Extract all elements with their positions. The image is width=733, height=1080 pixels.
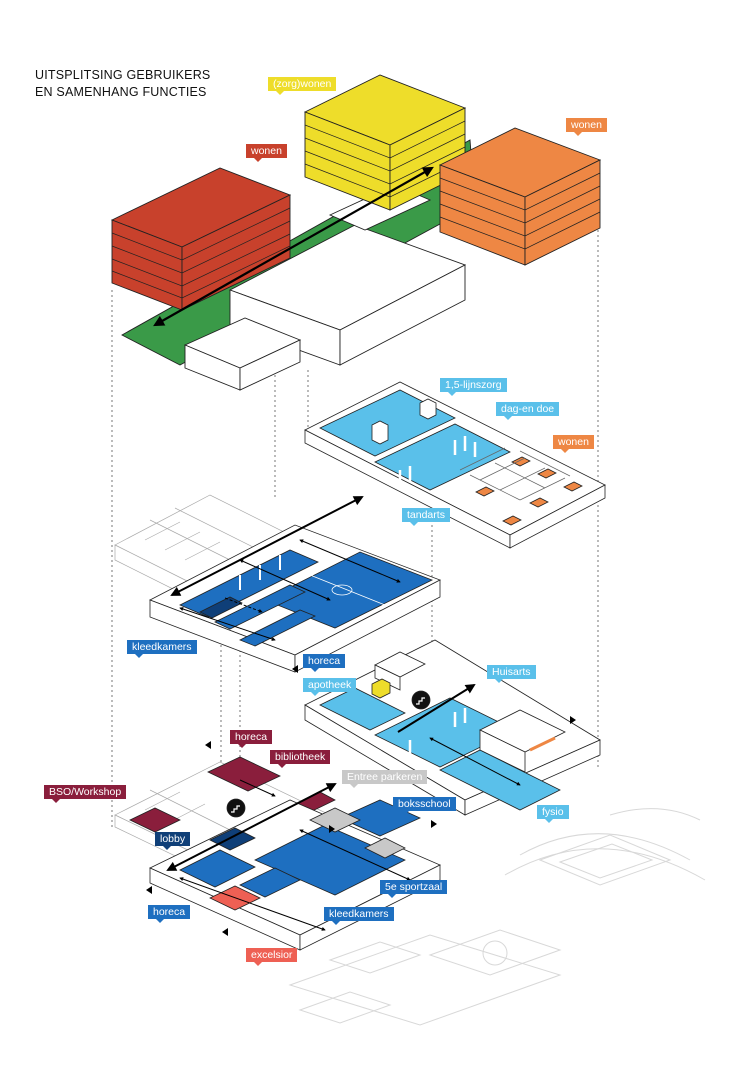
entrance-marker xyxy=(431,820,437,828)
label-kleedkamers-bottom: kleedkamers xyxy=(324,907,394,925)
label-horeca-ground-bottom: horeca xyxy=(148,905,191,923)
sports-long-arrow xyxy=(170,496,364,596)
care-floor xyxy=(304,381,606,549)
label-bso-workshop: BSO/Workshop xyxy=(44,785,127,803)
diagram-title: UITSPLITSING GEBRUIKERS EN SAMENHANG FUN… xyxy=(35,67,210,101)
entrance-marker xyxy=(329,825,335,833)
title-line-2: EN SAMENHANG FUNCTIES xyxy=(35,85,207,99)
label-excelsior: excelsior xyxy=(246,948,298,966)
title-line-1: UITSPLITSING GEBRUIKERS xyxy=(35,68,211,82)
top-connection-arrow xyxy=(153,166,434,327)
label-apotheek: apotheek xyxy=(303,678,357,696)
entrance-marker xyxy=(205,741,211,749)
apotheek-yellow-box xyxy=(371,678,391,699)
label-lijnszorg: 1,5-lijnszorg xyxy=(440,378,507,396)
entrance-marker xyxy=(146,886,152,894)
label-sportzaal: 5e sportzaal xyxy=(380,880,448,898)
label-boksschool: boksschool xyxy=(393,797,456,815)
entrance-marker xyxy=(292,665,298,673)
label-kleedkamers-top: kleedkamers xyxy=(127,640,197,658)
label-bibliotheek: bibliotheek xyxy=(270,750,331,768)
label-tandarts: tandarts xyxy=(402,508,450,526)
label-wonen-floor: wonen xyxy=(553,435,594,453)
site-plan-ghost xyxy=(288,808,706,1026)
label-lobby: lobby xyxy=(155,832,191,850)
entrance-marker xyxy=(222,928,228,936)
label-horeca-mid: horeca xyxy=(303,654,346,672)
label-huisarts: Huisarts xyxy=(487,665,536,683)
stairs-icon-lower xyxy=(226,798,246,818)
stairs-icon-upper xyxy=(411,690,431,710)
wonen-rooms xyxy=(475,456,583,526)
label-dag-en-doe: dag-en doe xyxy=(496,402,560,420)
label-entree-parkeren: Entree parkeren xyxy=(342,770,428,788)
label-horeca-ground-top: horeca xyxy=(230,730,273,748)
sports-floor xyxy=(114,494,441,673)
label-fysio: fysio xyxy=(537,805,569,823)
ground-long-arrow xyxy=(166,783,337,871)
medical-floor xyxy=(304,639,601,816)
entrance-marker xyxy=(570,716,576,724)
label-wonen-left: wonen xyxy=(246,144,287,162)
medical-long-arrow xyxy=(397,683,476,733)
label-wonen-right: wonen xyxy=(566,118,607,136)
top-level-housing xyxy=(110,74,602,391)
apotheek-zone xyxy=(319,687,406,731)
label-zorgwonen: (zorg)wonen xyxy=(268,77,337,95)
